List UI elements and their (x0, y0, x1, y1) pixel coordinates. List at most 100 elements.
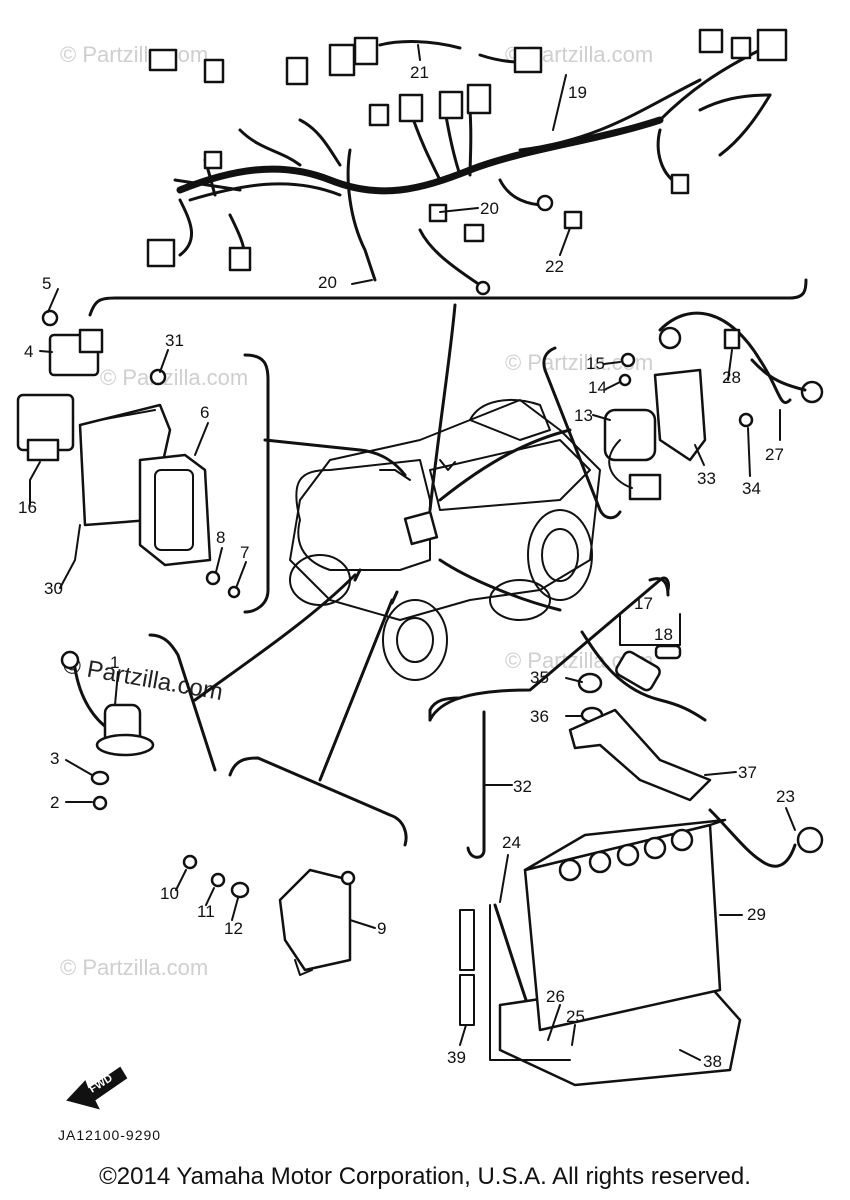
cell-cap-icon (616, 843, 640, 867)
callout-30: 30 (44, 579, 63, 598)
cell-cap-icon (558, 858, 582, 882)
connector-icon (146, 238, 176, 268)
callout-6: 6 (200, 403, 209, 422)
callout-28: 28 (722, 368, 741, 387)
boot-icon (796, 826, 824, 854)
callout-7: 7 (240, 543, 249, 562)
connector-icon (428, 203, 448, 223)
screw-icon (738, 412, 754, 428)
callout-35: 35 (530, 668, 549, 687)
watermark: © Partzilla.com (60, 955, 208, 980)
cdi-unit-icon (403, 510, 439, 546)
callout-18: 18 (654, 625, 673, 644)
callout-4: 4 (24, 342, 33, 361)
connector-icon (285, 56, 309, 86)
washer-icon (90, 770, 110, 786)
connector-icon (228, 246, 252, 272)
screw-icon (41, 309, 59, 327)
cell-cap-icon (670, 828, 694, 852)
leader-lines (193, 303, 670, 782)
boot-icon (658, 326, 682, 350)
voltage-regulator-group (16, 309, 270, 614)
callout-16: 16 (18, 498, 37, 517)
connector-icon (628, 473, 662, 501)
nut-icon (620, 352, 636, 368)
callout-2: 2 (50, 793, 59, 812)
connector-icon (203, 58, 225, 84)
grommet-icon (536, 194, 554, 212)
starter-relay-group (542, 311, 824, 520)
relay-bracket-icon (653, 368, 707, 462)
grommet-icon (577, 672, 603, 694)
connector-icon (368, 103, 390, 127)
connector-icon (513, 46, 543, 74)
watermark: © Partzilla.com (100, 365, 248, 390)
callout-10: 10 (160, 884, 179, 903)
connector-icon (698, 28, 724, 54)
relay-tab-icon (78, 328, 104, 354)
battery-bracket-icon (568, 708, 712, 802)
clamp-icon (723, 328, 741, 350)
screw-icon (182, 854, 198, 870)
callout-26: 26 (546, 987, 565, 1006)
callout-12: 12 (224, 919, 243, 938)
connector-icon (730, 36, 752, 60)
tube-icon (459, 974, 475, 1026)
connector-icon (670, 173, 690, 195)
connector-icon (438, 90, 464, 120)
cell-cap-icon (588, 850, 612, 874)
screw-icon (92, 795, 108, 811)
callout-leader-ticks (29, 44, 796, 1061)
connector-icon (328, 43, 356, 77)
connector-icon (148, 48, 178, 72)
callout-17: 17 (634, 594, 653, 613)
callout-19: 19 (568, 83, 587, 102)
callout-20: 20 (318, 273, 337, 292)
callout-32: 32 (513, 777, 532, 796)
connector-icon (463, 223, 485, 243)
callout-24: 24 (502, 833, 521, 852)
washer-icon (230, 881, 250, 899)
solenoid-flange-icon (95, 733, 155, 757)
callout-23: 23 (776, 787, 795, 806)
callout-22: 22 (545, 257, 564, 276)
cell-cap-icon (643, 836, 667, 860)
atv-vehicle-outline (289, 399, 601, 681)
fuse-icon (654, 644, 682, 660)
callout-25: 25 (566, 1007, 585, 1026)
copyright-notice: ©2014 Yamaha Motor Corporation, U.S.A. A… (99, 1163, 751, 1190)
callout-labels: 1 2 3 4 5 6 7 8 9 10 11 12 13 14 15 16 1… (18, 63, 795, 1071)
screw-icon (149, 368, 167, 386)
connector-icon (203, 150, 223, 170)
callout-11: 11 (197, 902, 215, 921)
callout-38: 38 (703, 1052, 722, 1071)
callout-20: 20 (480, 199, 499, 218)
starter-relay-icon (603, 408, 657, 462)
regulator-icon (138, 453, 212, 567)
tube-icon (459, 909, 475, 971)
callout-36: 36 (530, 707, 549, 726)
callout-33: 33 (697, 469, 716, 488)
boot-icon (800, 380, 824, 404)
callout-3: 3 (50, 749, 59, 768)
grommet-icon (563, 210, 583, 230)
starter-solenoid-group (60, 633, 217, 811)
washer-icon (618, 373, 632, 387)
callout-21: 21 (410, 63, 429, 82)
callout-34: 34 (742, 479, 761, 498)
callout-9: 9 (377, 919, 386, 938)
connector-icon (398, 93, 424, 123)
wire-harness-assembly (88, 28, 808, 317)
fuse-holder-icon (615, 650, 661, 692)
callout-29: 29 (747, 905, 766, 924)
forward-direction-arrow: FWD (66, 1066, 128, 1110)
nut-icon (210, 872, 226, 888)
connector-icon (466, 83, 492, 115)
rectifier-icon (278, 868, 352, 972)
rectifier-group (182, 756, 408, 976)
callout-15: 15 (586, 354, 605, 373)
ring-terminal-icon (475, 280, 491, 296)
watermark: © Partzilla.com (60, 42, 208, 67)
ring-terminal-icon (60, 650, 80, 670)
